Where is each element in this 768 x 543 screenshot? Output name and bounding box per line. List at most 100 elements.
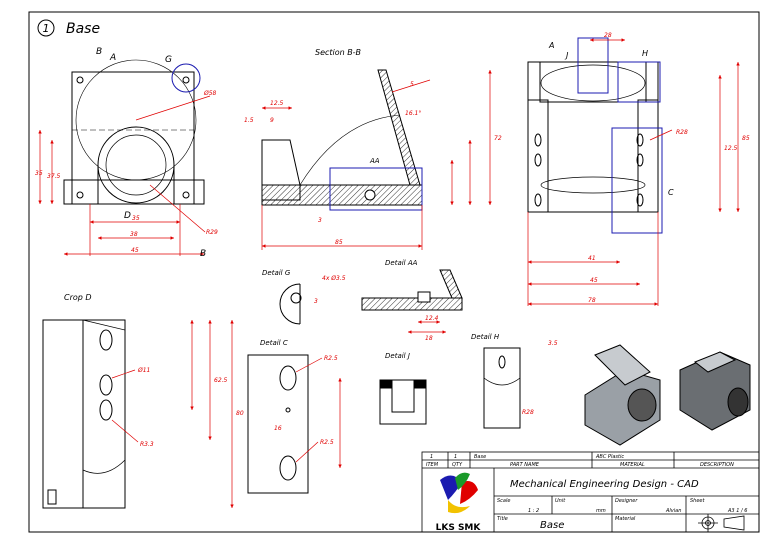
- drawing-title-value: Base: [540, 520, 564, 531]
- bom-row: 1 1 Base ABC Plastic: [430, 454, 624, 460]
- detail-aa-marker: [329, 167, 423, 211]
- svg-text:12.5: 12.5: [270, 100, 284, 107]
- crop-d-dims: [111, 320, 234, 508]
- view-title: 1 Base: [37, 19, 100, 37]
- svg-text:Ø58: Ø58: [203, 90, 217, 97]
- svg-text:Material: Material: [615, 516, 636, 522]
- view-number: 1: [43, 22, 50, 35]
- svg-text:B: B: [96, 47, 102, 57]
- detail-g-view: [279, 283, 302, 325]
- isometric-view-2: [679, 351, 751, 431]
- svg-text:45: 45: [590, 277, 598, 284]
- crop-d-dim1: Ø11: [137, 367, 150, 374]
- detail-h-dim1: 3.5: [548, 340, 558, 347]
- svg-text:B: B: [200, 249, 206, 259]
- detail-c-label: Detail C: [260, 339, 288, 347]
- svg-text:Alvian: Alvian: [665, 508, 681, 514]
- detail-aa-view: [361, 269, 463, 311]
- svg-text:85: 85: [335, 239, 343, 246]
- side-view-dimensions: [527, 38, 740, 306]
- sheet-border: [28, 11, 760, 533]
- svg-text:MATERIAL: MATERIAL: [620, 462, 645, 468]
- title-block: [421, 451, 760, 533]
- svg-text:Unit: Unit: [555, 498, 566, 504]
- svg-text:35: 35: [132, 215, 140, 222]
- crop-d-dim2: R3.3: [140, 441, 154, 448]
- svg-text:37.5: 37.5: [47, 173, 61, 180]
- detail-c-dim3: 16: [274, 425, 282, 432]
- svg-text:1: 1: [430, 454, 433, 460]
- company-name: LKS SMK: [436, 523, 482, 533]
- front-view-dim-text: 35 38 45 Ø58 R29 35 37.5: [35, 90, 218, 254]
- svg-text:28: 28: [604, 32, 612, 39]
- svg-text:J: J: [564, 51, 569, 60]
- svg-text:Sheet: Sheet: [690, 498, 705, 504]
- svg-text:35: 35: [35, 170, 43, 177]
- svg-text:1.5: 1.5: [244, 117, 254, 124]
- detail-j-label: Detail J: [385, 352, 410, 360]
- svg-text:9: 9: [270, 117, 274, 124]
- svg-text:R29: R29: [206, 229, 218, 236]
- svg-text:72: 72: [494, 135, 502, 142]
- detail-c-dims: [295, 357, 342, 468]
- svg-text:A: A: [109, 53, 116, 63]
- detail-g-marker: [171, 63, 201, 93]
- svg-text:R28: R28: [676, 129, 688, 136]
- side-view: [527, 61, 659, 213]
- detail-h-view: [483, 347, 521, 429]
- svg-text:Designer: Designer: [615, 498, 638, 504]
- svg-text:3: 3: [318, 217, 322, 224]
- section-bb-dimensions: [261, 70, 492, 250]
- svg-text:1: 1: [454, 454, 457, 460]
- crop-d-dim4: 62.5: [214, 377, 228, 384]
- detail-g-label: Detail G: [262, 269, 291, 277]
- svg-text:1 : 2: 1 : 2: [528, 508, 539, 514]
- svg-text:H: H: [642, 49, 648, 58]
- projection-symbol-icon: [698, 514, 745, 532]
- view-title-text: Base: [66, 21, 100, 37]
- detail-aa-dim2: 18: [425, 335, 433, 342]
- svg-text:DESCRIPTION: DESCRIPTION: [700, 462, 734, 468]
- detail-c-view: [247, 354, 309, 494]
- svg-text:A: A: [548, 41, 554, 50]
- svg-text:5: 5: [410, 81, 414, 88]
- detail-g-dim: 3: [314, 298, 318, 305]
- svg-text:PART NAME: PART NAME: [510, 462, 540, 468]
- svg-text:41: 41: [588, 255, 596, 262]
- svg-text:Title: Title: [497, 516, 508, 522]
- isometric-view-1: [584, 344, 661, 446]
- bom-headers: ITEM QTY PART NAME MATERIAL DESCRIPTION: [426, 462, 734, 468]
- title-block-fields: Scale 1 : 2 Unit mm Designer Alvian Shee…: [497, 498, 747, 522]
- svg-text:D: D: [124, 211, 131, 221]
- section-bb-dim-text: 85 72 5 16.1° 12.5 1.5 9 3: [244, 81, 502, 246]
- svg-text:Scale: Scale: [497, 498, 510, 504]
- detail-j-view: [379, 379, 427, 425]
- svg-text:38: 38: [130, 231, 138, 238]
- svg-text:G: G: [165, 55, 172, 65]
- detail-h-label: Detail H: [471, 333, 500, 341]
- front-view-letters: B A G D B: [96, 47, 206, 259]
- project-title: Mechanical Engineering Design - CAD: [510, 479, 699, 490]
- svg-text:85: 85: [742, 135, 750, 142]
- front-view-dimensions: [38, 95, 211, 256]
- detail-aa-dim1: 12.4: [425, 315, 439, 322]
- svg-text:C: C: [668, 188, 674, 197]
- side-view-dim-text: 41 45 78 85 12.5 28 R28: [588, 32, 750, 304]
- svg-text:QTY: QTY: [452, 462, 463, 468]
- svg-text:45: 45: [131, 247, 139, 254]
- detail-c-dim2: R2.5: [320, 439, 334, 446]
- svg-text:mm: mm: [596, 508, 606, 514]
- side-view-letters: A J H C: [548, 41, 674, 197]
- detail-aa-label: Detail AA: [385, 259, 418, 267]
- company-logo: [440, 472, 478, 514]
- svg-text:ITEM: ITEM: [426, 462, 439, 468]
- svg-text:ABC Plastic: ABC Plastic: [595, 454, 624, 460]
- side-view-markers: [577, 37, 663, 234]
- front-view: [63, 59, 205, 205]
- svg-text:16.1°: 16.1°: [405, 110, 421, 117]
- svg-text:12.5: 12.5: [724, 145, 738, 152]
- detail-c-dim1: R2.5: [324, 355, 338, 362]
- crop-d-label: Crop D: [64, 293, 92, 302]
- svg-text:Base: Base: [474, 454, 486, 460]
